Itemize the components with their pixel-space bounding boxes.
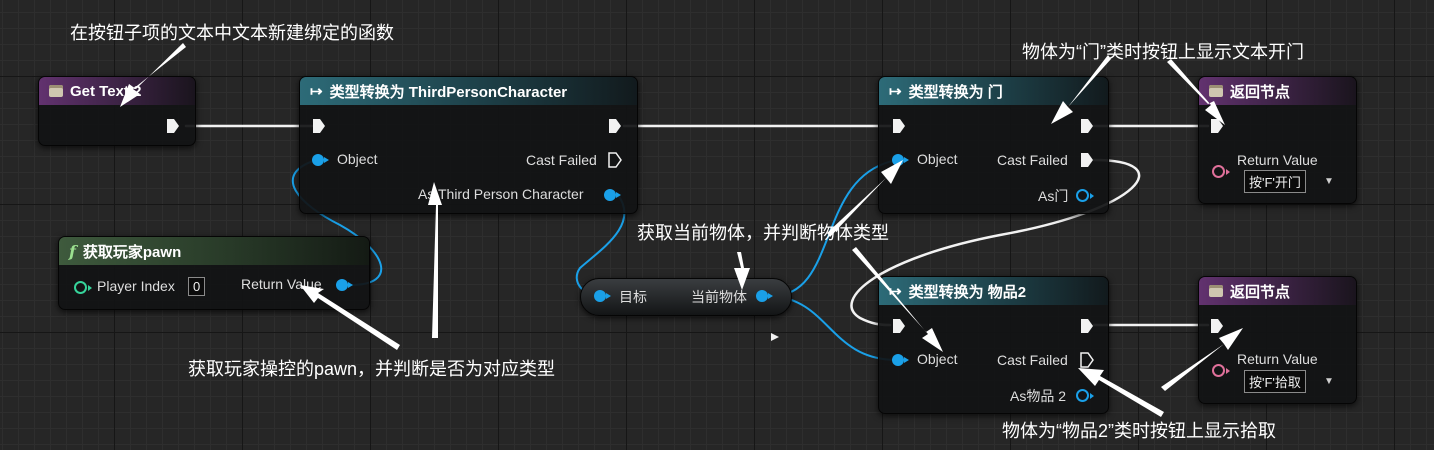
cast-failed-exec-pin-icon[interactable] — [608, 152, 622, 168]
current-object-output-pin[interactable] — [756, 290, 773, 302]
function-icon: f — [69, 241, 76, 261]
exec-out-pin-icon[interactable] — [608, 118, 622, 134]
annotation-top-right: 物体为“门”类时按钮上显示文本开门 — [1022, 42, 1304, 62]
node-title: 返回节点 — [1230, 83, 1291, 101]
as-character-label: As Third Person Character — [418, 186, 584, 202]
annotation-bottom-left: 获取玩家操控的pawn，并判断是否为对应类型 — [188, 359, 556, 379]
return-value-output-pin[interactable] — [336, 279, 353, 291]
as-item2-output-pin[interactable] — [1076, 389, 1094, 402]
cast-arrow-icon: ↦ — [310, 83, 323, 100]
as-door-output-pin[interactable] — [1076, 189, 1094, 202]
object-wire-pawn-to-cast — [291, 159, 383, 286]
node-title: 获取玩家pawn — [82, 243, 182, 261]
node-header: f 获取玩家pawn — [59, 237, 369, 265]
player-index-pin[interactable] — [74, 281, 92, 294]
cast-arrow-icon: ↦ — [889, 83, 902, 100]
node-title: 类型转换为 门 — [908, 83, 1003, 101]
cast-failed-exec-pin-icon[interactable] — [1080, 352, 1094, 368]
exec-in-pin-icon[interactable] — [1210, 118, 1224, 134]
as-item2-label: As物品 2 — [1010, 388, 1067, 404]
object-input-pin[interactable] — [892, 354, 909, 366]
return-value-text-input[interactable]: 按'F'开门 — [1244, 170, 1306, 193]
return-value-text-input[interactable]: 按'F'拾取 — [1244, 370, 1306, 393]
exec-out-pin-icon[interactable] — [1080, 118, 1094, 134]
node-title: 类型转换为 ThirdPersonCharacter — [329, 83, 568, 101]
exec-out-pin-icon[interactable] — [166, 118, 180, 134]
cast-arrow-icon: ↦ — [889, 283, 902, 300]
node-title: 返回节点 — [1230, 283, 1291, 301]
player-index-input[interactable]: 0 — [188, 277, 206, 296]
node-header: ↦ 类型转换为 ThirdPersonCharacter — [300, 77, 637, 105]
object-pin-label: Object — [917, 151, 958, 167]
current-object-label: 当前物体 — [691, 289, 747, 305]
player-index-label: Player Index — [97, 278, 175, 294]
node-header: ↦ 类型转换为 物品2 — [879, 277, 1108, 305]
cast-failed-label: Cast Failed — [997, 152, 1068, 168]
cast-failed-label: Cast Failed — [526, 152, 597, 168]
return-node-icon — [1209, 85, 1223, 97]
annotation-bottom-right: 物体为“物品2”类时按钮上显示拾取 — [1002, 421, 1276, 441]
node-get-text[interactable]: Get Text 2 — [38, 76, 196, 146]
return-value-input-pin[interactable] — [1212, 165, 1230, 178]
return-value-input-pin[interactable] — [1212, 364, 1230, 377]
node-title: 类型转换为 物品2 — [908, 283, 1027, 301]
exec-in-pin-icon[interactable] — [312, 118, 326, 134]
reroute-arrow-icon — [771, 333, 779, 341]
node-title: Get Text 2 — [70, 82, 142, 100]
object-pin-label: Object — [337, 151, 378, 167]
function-entry-icon — [49, 85, 63, 97]
object-pin-label: Object — [917, 351, 958, 367]
node-header: Get Text 2 — [39, 77, 195, 105]
object-input-pin[interactable] — [312, 154, 329, 166]
node-header: ↦ 类型转换为 门 — [879, 77, 1108, 105]
return-value-label: Return Value — [1237, 351, 1318, 367]
exec-in-pin-icon[interactable] — [892, 118, 906, 134]
dropdown-arrow-icon[interactable]: ▼ — [1324, 376, 1334, 387]
target-input-pin[interactable] — [594, 290, 611, 302]
node-header: 返回节点 — [1199, 77, 1356, 105]
target-label: 目标 — [619, 289, 647, 305]
return-node-icon — [1209, 285, 1223, 297]
node-get-player-pawn[interactable]: f 获取玩家pawn — [58, 236, 370, 310]
return-value-label: Return Value — [1237, 152, 1318, 168]
cast-failed-label: Cast Failed — [997, 352, 1068, 368]
cast-failed-exec-pin-icon[interactable] — [1080, 152, 1094, 168]
node-cast-item2[interactable]: ↦ 类型转换为 物品2 — [878, 276, 1109, 414]
exec-in-pin-icon[interactable] — [892, 318, 906, 334]
node-cast-thirdpersoncharacter[interactable]: ↦ 类型转换为 ThirdPersonCharacter — [299, 76, 638, 214]
as-door-label: As门 — [1038, 188, 1069, 204]
exec-in-pin-icon[interactable] — [1210, 318, 1224, 334]
as-character-output-pin[interactable] — [604, 189, 621, 201]
node-header: 返回节点 — [1199, 277, 1356, 305]
node-cast-door[interactable]: ↦ 类型转换为 门 — [878, 76, 1109, 214]
return-value-label: Return Value — [241, 276, 322, 292]
exec-out-pin-icon[interactable] — [1080, 318, 1094, 334]
annotation-top-left: 在按钮子项的文本中文本新建绑定的函数 — [70, 23, 394, 43]
dropdown-arrow-icon[interactable]: ▼ — [1324, 176, 1334, 187]
annotation-middle: 获取当前物体，并判断物体类型 — [637, 223, 889, 243]
object-input-pin[interactable] — [892, 154, 909, 166]
